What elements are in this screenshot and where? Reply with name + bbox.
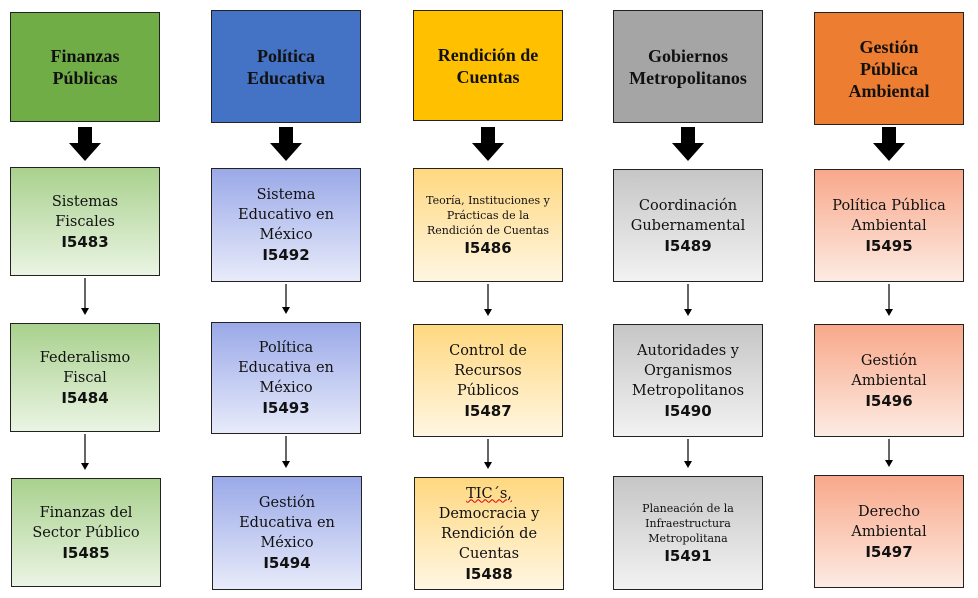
column-title: Gestión Pública Ambiental: [848, 36, 930, 101]
course-name: Gestión Educativa en México: [239, 495, 335, 551]
course-box: TIC´s, Democracia y Rendición de Cuentas…: [414, 477, 564, 590]
down-arrow-icon: [281, 284, 291, 314]
course-code: I5493: [262, 399, 310, 417]
column-header: Política Educativa: [211, 10, 361, 123]
course-name: Sistema Educativo en México: [238, 187, 334, 243]
column-header: Gobiernos Metropolitanos: [613, 10, 763, 123]
column-header: Rendición de Cuentas: [413, 10, 563, 121]
column-title: Finanzas Públicas: [50, 46, 120, 88]
down-arrow-icon: [483, 284, 493, 316]
course-name: Control de Recursos Públicos: [449, 342, 527, 399]
down-arrow-icon: [483, 439, 493, 469]
course-code: I5486: [464, 238, 512, 257]
course-box: Teoría, Instituciones y Prácticas de la …: [413, 168, 563, 282]
course-name: Derecho Ambiental: [851, 503, 927, 540]
course-name: Gestión Ambiental: [851, 352, 927, 389]
course-box: Planeación de la Infraestructura Metropo…: [613, 476, 763, 590]
down-arrow-icon: [884, 439, 894, 467]
column-title: Gobiernos Metropolitanos: [629, 45, 747, 88]
down-arrow-icon: [683, 439, 693, 468]
course-name: Coordinación Gubernamental: [630, 197, 746, 234]
course-code: I5491: [664, 546, 712, 565]
course-code: I5495: [865, 236, 913, 255]
down-arrow-icon: [69, 127, 101, 161]
down-arrow-icon: [80, 278, 90, 315]
course-name: Teoría, Instituciones y Prácticas de la …: [426, 193, 550, 237]
course-name: Política Pública Ambiental: [832, 197, 946, 234]
course-code: I5497: [865, 542, 913, 561]
course-code: I5496: [865, 391, 913, 410]
column-header: Finanzas Públicas: [10, 12, 160, 122]
course-code: I5483: [61, 232, 109, 251]
down-arrow-icon: [672, 127, 704, 161]
course-code: I5489: [664, 236, 712, 255]
column-title: Política Educativa: [246, 45, 325, 88]
course-name: Finanzas del Sector Público: [32, 504, 140, 541]
down-arrow-icon: [281, 436, 291, 468]
course-code: I5494: [263, 554, 311, 572]
course-name: Sistemas Fiscales: [51, 193, 119, 230]
down-arrow-icon: [873, 127, 905, 161]
course-code: I5492: [262, 246, 310, 264]
course-name: Planeación de la Infraestructura Metropo…: [642, 501, 734, 545]
course-code: I5487: [464, 401, 512, 420]
column-header: Gestión Pública Ambiental: [814, 12, 964, 125]
course-name: TIC´s, Democracia y Rendición de Cuentas: [438, 485, 540, 562]
course-name: Autoridades y Organismos Metropolitanos: [631, 342, 745, 399]
course-code: I5488: [465, 564, 513, 583]
course-code: I5490: [664, 401, 712, 420]
down-arrow-icon: [270, 127, 302, 161]
course-name: Política Educativa en México: [238, 340, 334, 396]
down-arrow-icon: [472, 127, 504, 161]
course-name: Federalismo Fiscal: [39, 349, 131, 386]
down-arrow-icon: [683, 284, 693, 316]
down-arrow-icon: [884, 284, 894, 316]
course-code: I5485: [62, 543, 110, 562]
course-code: I5484: [61, 388, 109, 407]
down-arrow-icon: [80, 434, 90, 470]
column-title: Rendición de Cuentas: [437, 44, 539, 87]
